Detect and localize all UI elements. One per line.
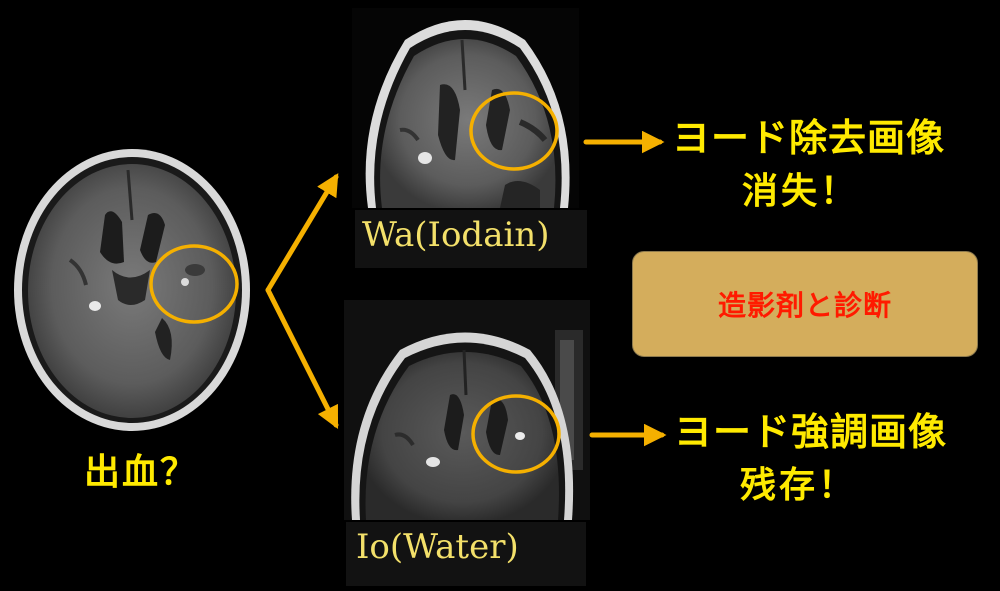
bottom-ct-scan: [344, 300, 590, 520]
iodine-water-image-label: Io(Water): [356, 527, 519, 567]
bottom-scan-label-background: [346, 522, 586, 586]
left-circle-highlight-icon: [149, 244, 239, 324]
top-circle-highlight-icon: [469, 91, 559, 171]
iodine-removal-result-title: ヨード除去画像: [672, 116, 946, 160]
iodine-enhanced-result-status: 残存！: [740, 465, 858, 506]
contrast-diagnosis-badge: 造影剤と診断: [632, 251, 978, 357]
contrast-diagnosis-badge-text: 造影剤と診断: [717, 289, 892, 322]
bottom-circle-highlight-icon: [471, 394, 561, 474]
arrow-up-right-icon: [265, 173, 339, 293]
iodine-removal-result-status: 消失！: [742, 171, 860, 212]
branch-arrows: [265, 130, 667, 447]
hemorrhage-question-label: 出血？: [84, 452, 199, 493]
water-iodine-image-label: Wa(Iodain): [362, 215, 550, 255]
top-scan-label-background: [355, 210, 587, 268]
iodine-enhanced-result-title: ヨード強調画像: [674, 410, 948, 454]
left-ct-scan: [14, 149, 250, 431]
top-ct-scan: [352, 8, 579, 208]
arrow-down-right-icon: [265, 287, 339, 430]
